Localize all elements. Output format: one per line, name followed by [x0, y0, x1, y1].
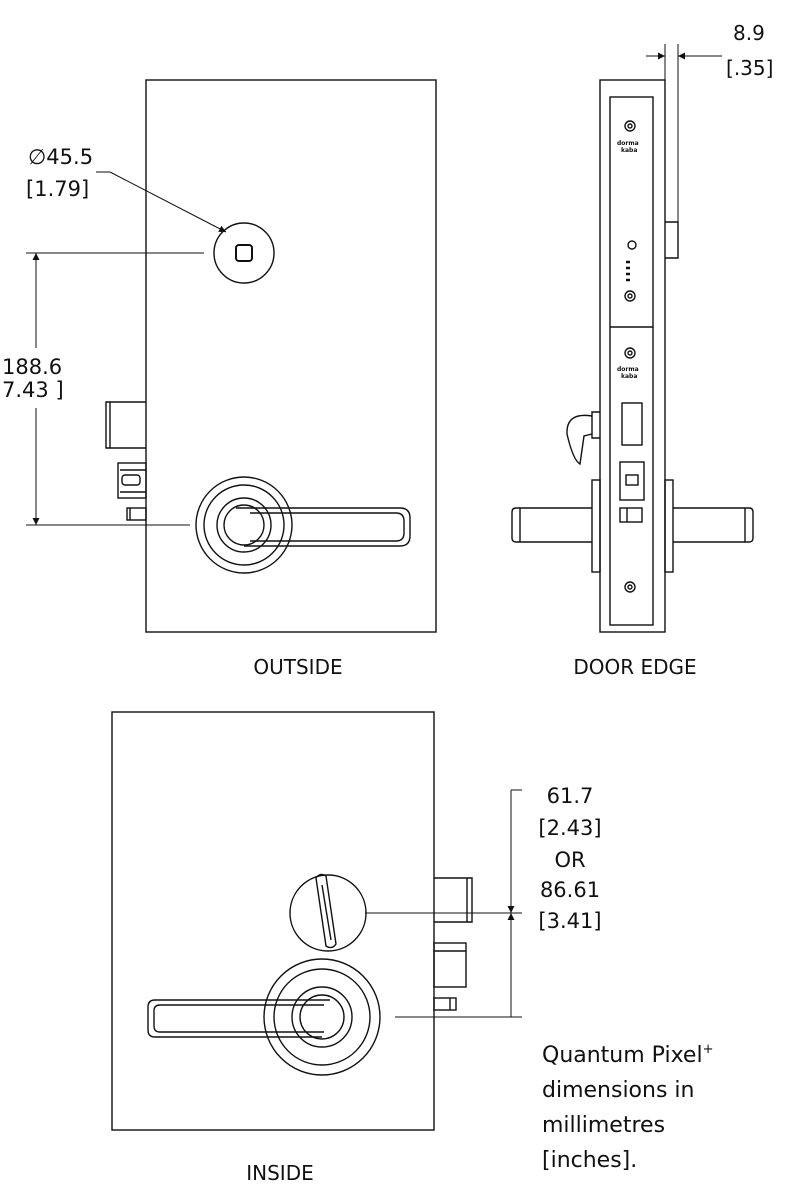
svg-text:[3.41]: [3.41]: [538, 909, 601, 933]
svg-text:7.43 ]: 7.43 ]: [2, 378, 64, 402]
door-edge-view-label: DOOR EDGE: [573, 655, 696, 679]
outside-lever: [195, 476, 411, 574]
outside-view-label: OUTSIDE: [253, 655, 342, 679]
svg-text:kaba: kaba: [621, 373, 637, 380]
reader-to-lever-dimension: [26, 252, 204, 526]
edge-deadbolt-window: [621, 402, 643, 446]
inside-latch-bolt: [433, 877, 473, 1011]
reader-diameter-text: ∅45.5 [1.79]: [26, 145, 93, 201]
faceplate-projection-text: 8.9 [.35]: [726, 21, 773, 80]
card-reader: [213, 222, 275, 284]
edge-left-lever: [511, 479, 601, 573]
faceplate: [609, 96, 654, 626]
outside-door-panel: [145, 79, 437, 633]
reader-diameter-leader: [96, 171, 227, 233]
svg-text:188.6: 188.6: [2, 355, 62, 379]
svg-text:[.35]: [.35]: [726, 56, 773, 80]
faceplate-brand-upper: dorma kaba: [617, 140, 639, 154]
svg-text:[2.43]: [2.43]: [538, 816, 601, 840]
reader-to-lever-text: 188.6 7.43 ]: [2, 355, 64, 402]
svg-text:∅45.5: ∅45.5: [28, 145, 93, 169]
svg-text:kaba: kaba: [621, 147, 637, 154]
outside-view: [26, 79, 437, 633]
svg-text:dorma: dorma: [617, 140, 639, 147]
svg-text:OR: OR: [554, 848, 585, 872]
outside-latch-bolt: [105, 401, 147, 521]
inside-thumbturn: [289, 873, 367, 952]
svg-text:86.61: 86.61: [540, 878, 600, 902]
svg-text:dorma: dorma: [617, 366, 639, 373]
svg-text:[1.79]: [1.79]: [26, 177, 89, 201]
faceplate-projection-dimension: [646, 44, 722, 222]
inside-view-label: INSIDE: [246, 1161, 314, 1185]
inside-door-panel: [111, 711, 435, 1131]
faceplate-brand-lower: dorma kaba: [617, 366, 639, 380]
edge-right-lever: [664, 479, 754, 573]
faceplate-screw-4: [624, 581, 636, 593]
edge-panel: [599, 79, 666, 633]
svg-text:millimetres: millimetres: [542, 1113, 665, 1138]
svg-text:dimensions in: dimensions in: [542, 1078, 694, 1103]
svg-text:8.9: 8.9: [733, 21, 765, 45]
edge-latch: [619, 461, 645, 501]
thumbturn-to-lever-text: 61.7 [2.43] OR 86.61 [3.41]: [538, 784, 601, 933]
edge-outside-projection: [665, 221, 679, 259]
units-note: Quantum Pixel+ dimensions in millimetres…: [542, 1042, 713, 1173]
inside-lever: [147, 958, 381, 1076]
svg-text:[inches].: [inches].: [542, 1148, 637, 1173]
svg-text:61.7: 61.7: [547, 784, 594, 808]
door-edge-view: [511, 44, 754, 633]
edge-auxiliary-latch: [619, 507, 643, 523]
faceplate-screw-2: [624, 290, 636, 302]
edge-thumbturn: [591, 411, 600, 439]
thumbturn-to-lever-dimension: [365, 789, 522, 1018]
faceplate-screw-1: [624, 120, 636, 132]
svg-text:Quantum Pixel+: Quantum Pixel+: [542, 1042, 713, 1068]
inside-view: [111, 711, 522, 1131]
faceplate-screw-3: [624, 347, 636, 359]
